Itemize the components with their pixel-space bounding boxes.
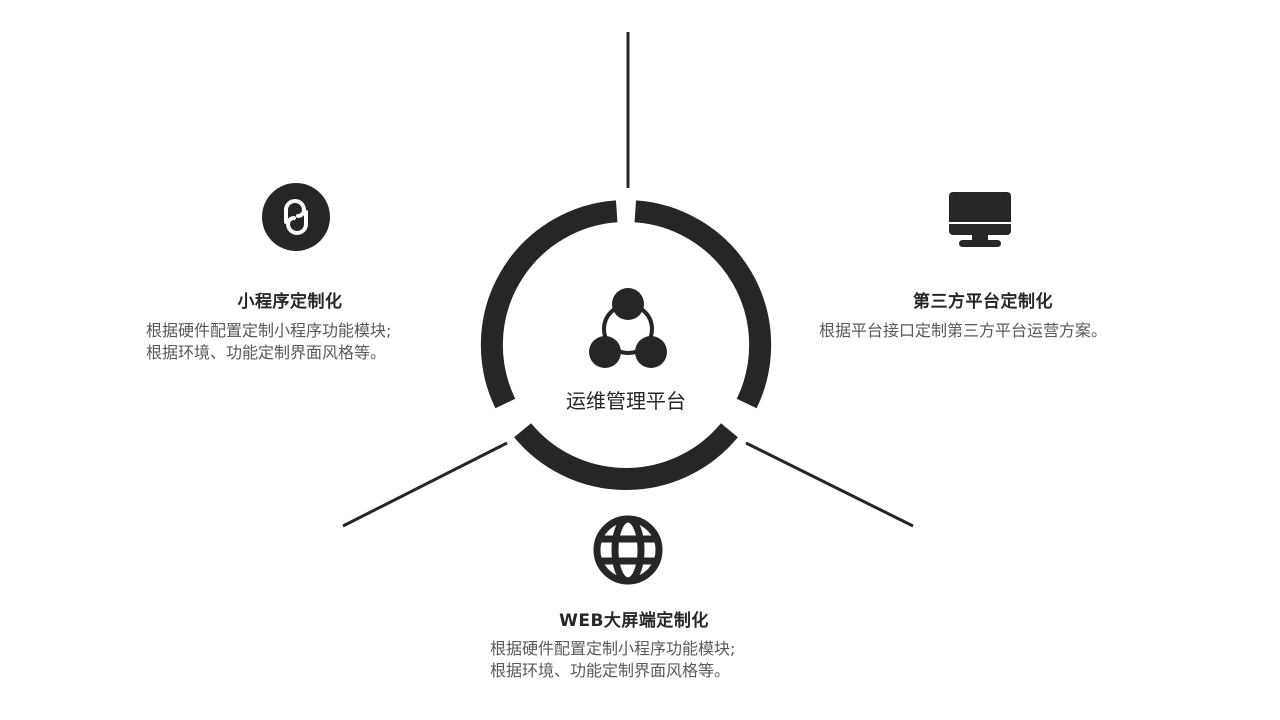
feature-title: WEB大屏端定制化 xyxy=(559,611,709,631)
connector-line-left xyxy=(342,441,508,528)
feature-desc-line: 根据环境、功能定制界面风格等。 xyxy=(146,343,387,362)
ring-segment-right xyxy=(634,200,772,409)
feature-desc-line: 根据平台接口定制第三方平台运营方案。 xyxy=(819,321,1108,340)
feature-title: 第三方平台定制化 xyxy=(913,292,1053,312)
feature-third-party: 第三方平台定制化 xyxy=(833,287,1133,312)
feature-mini-program: 小程序定制化 xyxy=(140,287,440,312)
globe-icon xyxy=(593,515,663,585)
feature-web-screen: WEB大屏端定制化 xyxy=(484,606,784,631)
feature-web-screen-desc: 根据硬件配置定制小程序功能模块; 根据环境、功能定制界面风格等。 xyxy=(490,638,735,682)
share-nodes-icon xyxy=(589,288,667,368)
mini-program-icon xyxy=(262,183,330,251)
feature-third-party-desc: 根据平台接口定制第三方平台运营方案。 xyxy=(819,320,1107,342)
feature-desc-line: 根据硬件配置定制小程序功能模块; xyxy=(146,321,392,340)
center-label: 运维管理平台 xyxy=(566,389,686,413)
ring-segment-left xyxy=(480,200,618,409)
center-ring xyxy=(480,200,772,490)
feature-mini-program-desc: 根据硬件配置定制小程序功能模块; 根据环境、功能定制界面风格等。 xyxy=(146,320,391,364)
feature-title: 小程序定制化 xyxy=(237,292,343,312)
ring-segment-bottom xyxy=(514,423,738,490)
monitor-icon xyxy=(949,192,1011,247)
feature-desc-line: 根据环境、功能定制界面风格等。 xyxy=(490,661,731,680)
feature-desc-line: 根据硬件配置定制小程序功能模块; xyxy=(490,639,736,658)
connector-line-right xyxy=(745,441,914,528)
